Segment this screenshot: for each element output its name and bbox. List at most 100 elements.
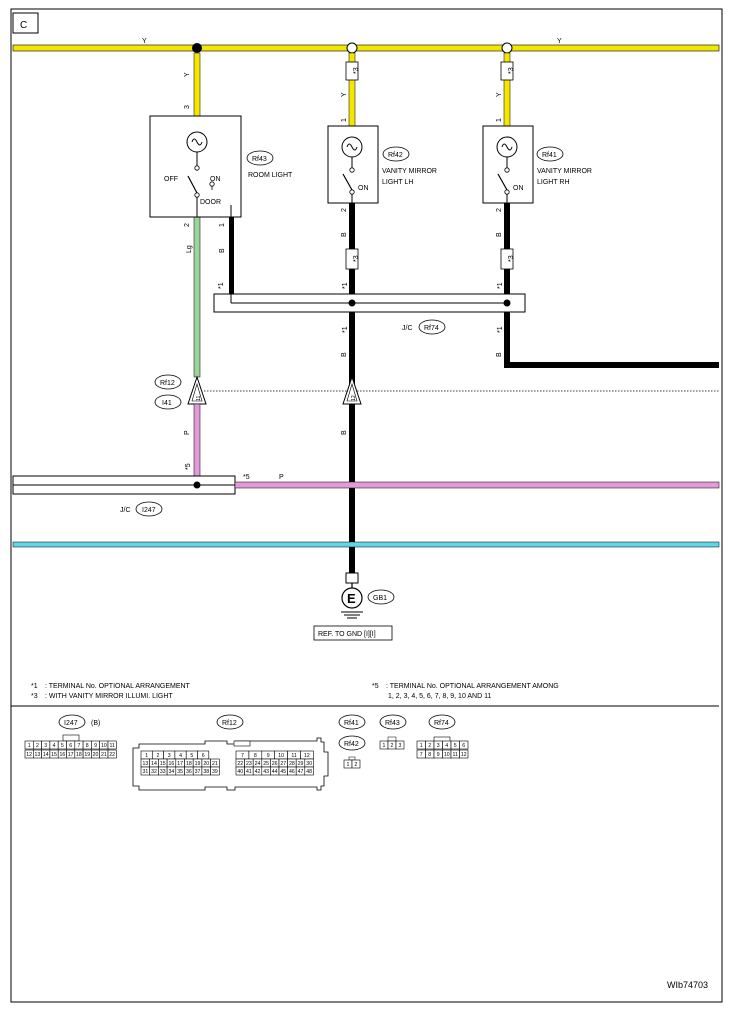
connector-pin-number: 20 [93, 752, 99, 758]
pin-lh-1: 1 [341, 118, 348, 122]
ground-symbol: E [347, 591, 356, 606]
wire-label-b-lh-ground: B [341, 430, 348, 435]
wire-b-room [229, 217, 234, 297]
section-label-box [12, 12, 39, 34]
connector-pin-number: 12 [26, 752, 32, 758]
connector-pin-number: 5 [190, 753, 193, 759]
room-light-code-oval [246, 150, 274, 166]
vanity-lh-code-oval [382, 146, 410, 162]
wire-label-y-drop-rh: Y [496, 92, 503, 97]
connector-pin-number: 12 [461, 752, 467, 758]
connector-pin-number: 40 [237, 769, 243, 775]
connector-pin-number: 47 [298, 769, 304, 775]
note-5-text-1: : TERMINAL No. OPTIONAL ARRANGEMENT AMON… [386, 683, 559, 690]
connector-pin-number: 2 [36, 743, 39, 749]
conn-face-rf12-notch [233, 740, 251, 747]
vanity-rh-code: Rf41 [542, 152, 557, 159]
vanity-lh-switch-pivot [349, 189, 355, 195]
tap-point-lh [346, 42, 358, 54]
jc-rf74-splice-lh [348, 299, 356, 307]
wire-label-y-top-right: Y [557, 38, 562, 45]
connector-pin-number: 14 [151, 761, 157, 767]
note-3-star: *3 [31, 693, 38, 700]
conn-i41-label-oval [154, 394, 182, 410]
connector-pin-number: 1 [383, 743, 386, 749]
conn-face-rf41-code: Rf41 [344, 720, 359, 727]
pin-rf12-11: 11 [196, 396, 202, 401]
option-box-rh-top [500, 61, 514, 81]
pin-rf12-12: 12 [351, 395, 357, 401]
room-light-door: DOOR [200, 199, 221, 206]
ground-code: GB1 [373, 595, 387, 602]
pin-room-3: 3 [184, 105, 191, 109]
connector-pin-number: 10 [278, 753, 284, 759]
connector-pin-number: 48 [306, 769, 312, 775]
vanity-lh-name-1: VANITY MIRROR [382, 168, 437, 175]
vanity-lh-switch-top [349, 167, 355, 173]
star1-lh-below: *1 [342, 326, 349, 333]
connector-pin-cell [459, 749, 469, 759]
connector-pin-number: 15 [160, 761, 166, 767]
conn-face-i247-key [62, 734, 80, 742]
connector-pin-number: 3 [437, 743, 440, 749]
vanity-lh-name-2: LIGHT LH [382, 179, 413, 186]
ground-terminal [345, 572, 359, 584]
room-light-bulb-filament [191, 138, 203, 146]
connector-pin-cell [459, 740, 469, 750]
connector-pin-number: 6 [69, 743, 72, 749]
connector-pin-number: 20 [203, 761, 209, 767]
connector-pin-number: 12 [304, 753, 310, 759]
footer-code: WIb74703 [667, 980, 708, 990]
conn-face-rf42-code: Rf42 [344, 741, 359, 748]
connector-pin-number: 25 [263, 761, 269, 767]
splice-point-top [192, 43, 202, 53]
connector-rf12-i41-b-inner [346, 382, 358, 402]
option-box-lh-mid [345, 248, 359, 270]
connector-pin-number: 11 [109, 743, 114, 749]
wire-label-b-lh-lower: B [341, 352, 348, 357]
connector-pin-number: 24 [255, 761, 261, 767]
connector-pin-number: 2 [391, 743, 394, 749]
note-3-text: : WITH VANITY MIRROR ILLUMI. LIGHT [45, 693, 173, 700]
star3-lh-mid: *3 [353, 255, 360, 262]
ground-code-oval [367, 589, 395, 605]
connector-pin-number: 23 [246, 761, 252, 767]
connector-pin-number: 19 [84, 752, 90, 758]
jc-rf74-code: Rf74 [424, 325, 439, 332]
connector-pin-number: 43 [263, 769, 269, 775]
conn-face-rf74-oval [428, 714, 456, 730]
connector-pin-number: 16 [169, 761, 175, 767]
connector-pin-number: 3 [44, 743, 47, 749]
conn-rf12-label: Rf12 [160, 380, 175, 387]
wire-label-y-drop-lh: Y [341, 92, 348, 97]
connector-pin-number: 1 [145, 753, 148, 759]
wire-label-p-vertical: P [184, 430, 191, 435]
connector-pin-number: 13 [35, 752, 41, 758]
pin-room-1: 1 [219, 223, 226, 227]
star1-lh-jc: *1 [342, 282, 349, 289]
room-light-on: ON [210, 176, 221, 183]
connector-pin-number: 9 [94, 743, 97, 749]
conn-face-rf12-code: Rf12 [222, 720, 237, 727]
wire-label-lg: Lg [186, 245, 193, 253]
connector-pin-number: 4 [53, 743, 56, 749]
connector-pin-number: 17 [177, 761, 183, 767]
vanity-rh-code-oval [536, 146, 564, 162]
note-1-text: : TERMINAL No. OPTIONAL ARRANGEMENT [45, 683, 191, 690]
star5-vertical: *5 [185, 463, 192, 470]
connector-pin-number: 29 [298, 761, 304, 767]
connector-pin-number: 2 [157, 753, 160, 759]
vanity-rh-name-1: VANITY MIRROR [537, 168, 592, 175]
connector-pin-number: 39 [212, 769, 218, 775]
room-light-switch-pivot [194, 192, 200, 198]
wire-label-b-rh-lower: B [496, 352, 503, 357]
connector-pin-number: 45 [280, 769, 286, 775]
connector-pin-number: 7 [78, 743, 81, 749]
pin-room-2: 2 [184, 223, 191, 227]
connector-pin-number: 44 [272, 769, 278, 775]
option-box-lh-top [345, 61, 359, 81]
connector-pin-number: 10 [444, 752, 450, 758]
vanity-lh-on: ON [358, 185, 369, 192]
jc-i247-code-oval [135, 501, 163, 517]
